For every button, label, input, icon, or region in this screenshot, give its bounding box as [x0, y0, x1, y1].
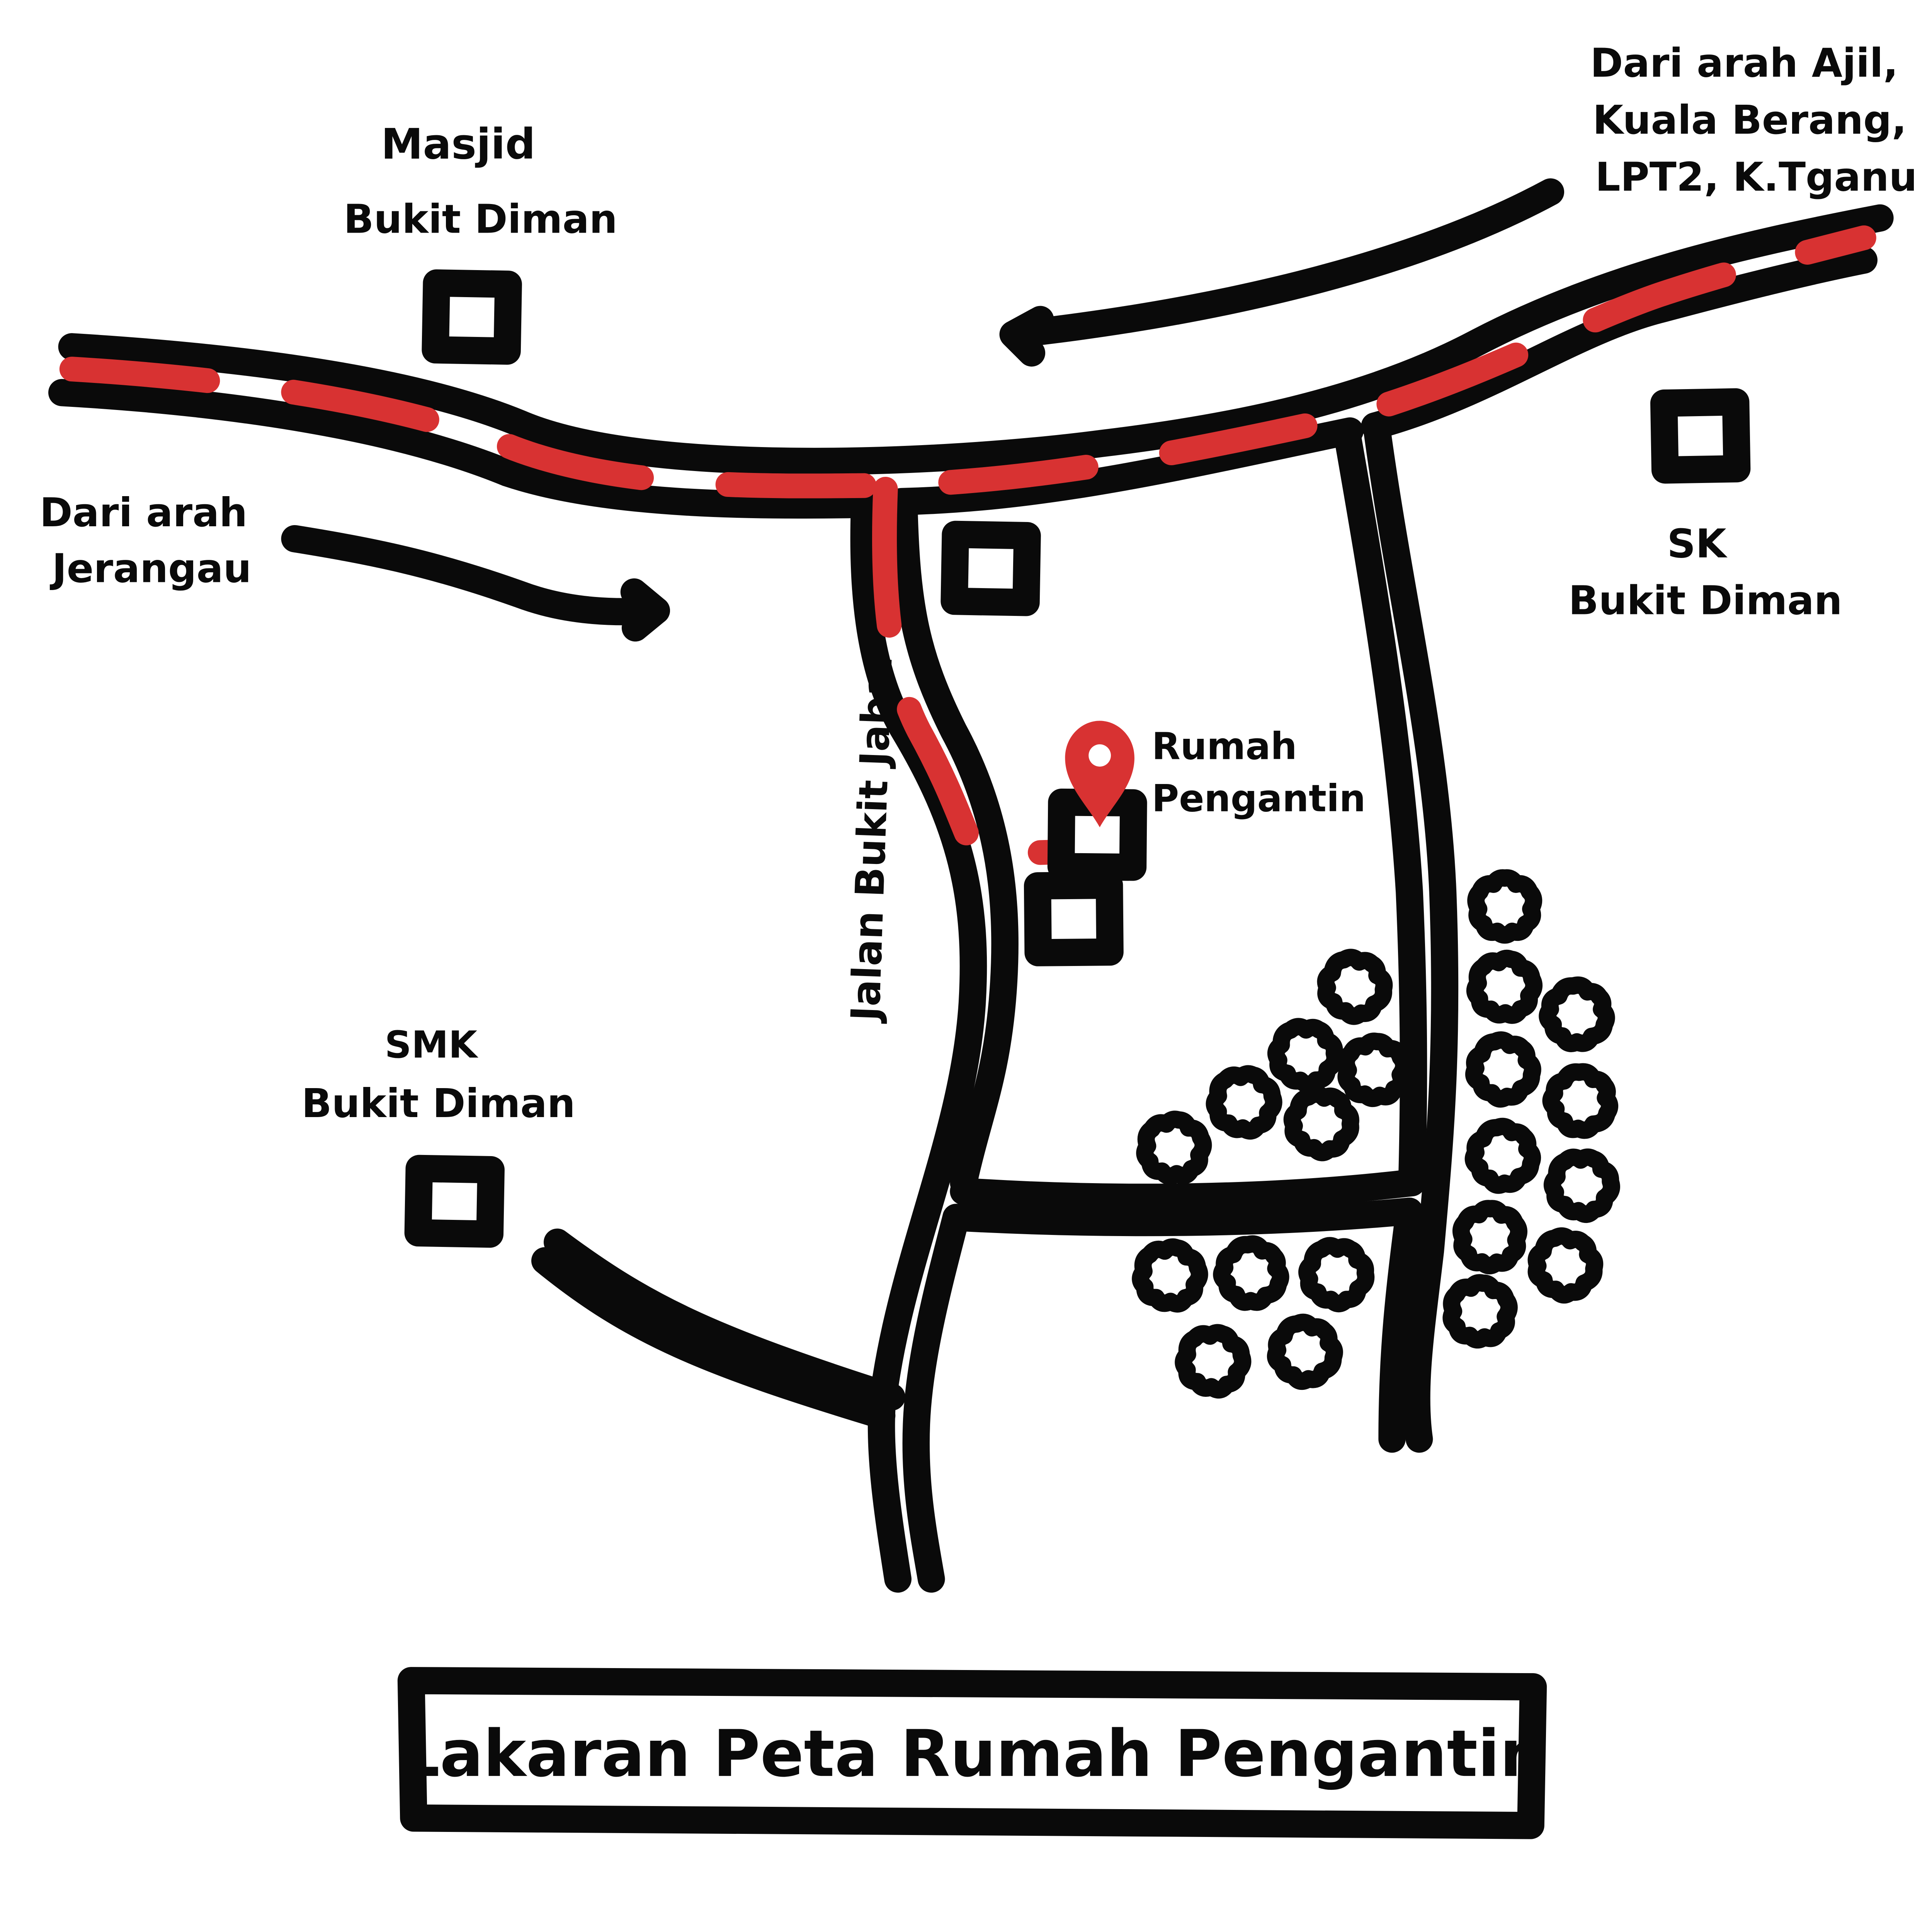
main-road	[48, 204, 1894, 519]
tree-cluster	[1134, 878, 1621, 1398]
map-title-box: Lakaran Peta Rumah Pengantin	[397, 1667, 1547, 1839]
tree-icon	[1461, 1208, 1519, 1266]
masjid-label: Masjid Bukit Diman	[344, 119, 617, 242]
tree-icon	[1267, 1016, 1344, 1094]
tree-icon	[1297, 1235, 1375, 1313]
rumah-label-line1: Rumah	[1152, 725, 1297, 768]
tree-icon	[1541, 1061, 1621, 1141]
from-east-line2: Kuala Berang,	[1593, 97, 1907, 143]
direction-arrow-icon-west	[281, 525, 670, 642]
rumah-label-line2: Pengantin	[1152, 777, 1366, 820]
from-west-label: Dari arah Jerangau	[40, 490, 252, 592]
tree-icon	[1544, 1147, 1619, 1223]
sk-label-line2: Bukit Diman	[1568, 578, 1842, 624]
sk-label: SK Bukit Diman	[1568, 521, 1842, 624]
rumah-pengantin-label: Rumah Pengantin	[1152, 725, 1366, 820]
building-near-junction	[940, 520, 1041, 616]
east-connector-road	[1333, 417, 1459, 1453]
tree-icon	[1264, 1311, 1345, 1392]
cross-road	[942, 1169, 1426, 1236]
tree-icon	[1134, 1240, 1205, 1310]
tree-icon	[1463, 1029, 1544, 1110]
smk-label-line1: SMK	[385, 1023, 479, 1066]
tree-icon	[1469, 952, 1539, 1022]
masjid-label-line2: Bukit Diman	[344, 197, 617, 243]
map-title: Lakaran Peta Rumah Pengantin	[399, 1716, 1546, 1791]
jalan-bukit-jabar-road	[850, 494, 1019, 1593]
tree-icon	[1176, 1324, 1250, 1398]
jalan-bukit-jabar-label: Jalan Bukit Jabar	[843, 649, 902, 1024]
location-pin-icon	[1065, 721, 1134, 828]
tree-icon	[1476, 878, 1534, 935]
building-sk	[1650, 388, 1751, 484]
from-west-line1: Dari arah	[40, 490, 248, 536]
route-to-house	[59, 225, 1876, 867]
southwest-side-road	[531, 1228, 905, 1429]
tree-icon	[1448, 1280, 1512, 1343]
building-smk	[404, 1155, 505, 1248]
tree-icon	[1537, 974, 1617, 1055]
from-east-line3: LPT2, K.Tganu	[1595, 155, 1917, 201]
tree-icon	[1525, 1225, 1605, 1305]
tree-icon	[1343, 1039, 1406, 1101]
tree-icon	[1463, 1115, 1544, 1196]
tree-icon	[1140, 1115, 1207, 1181]
building-neighbour	[1024, 871, 1124, 966]
from-east-label: Dari arah Ajil, Kuala Berang, LPT2, K.Tg…	[1590, 41, 1917, 201]
smk-label-line2: Bukit Diman	[301, 1081, 575, 1127]
tree-icon	[1208, 1066, 1281, 1138]
tree-icon	[1315, 946, 1395, 1027]
tree-icon	[1211, 1233, 1292, 1314]
building-masjid	[422, 269, 522, 365]
from-west-line2: Jerangau	[50, 546, 252, 592]
sk-label-line1: SK	[1667, 521, 1728, 567]
smk-label: SMK Bukit Diman	[301, 1023, 575, 1127]
masjid-label-line1: Masjid	[381, 119, 536, 168]
direction-arrow-icon-east	[999, 178, 1565, 367]
from-east-line1: Dari arah Ajil,	[1590, 41, 1898, 87]
